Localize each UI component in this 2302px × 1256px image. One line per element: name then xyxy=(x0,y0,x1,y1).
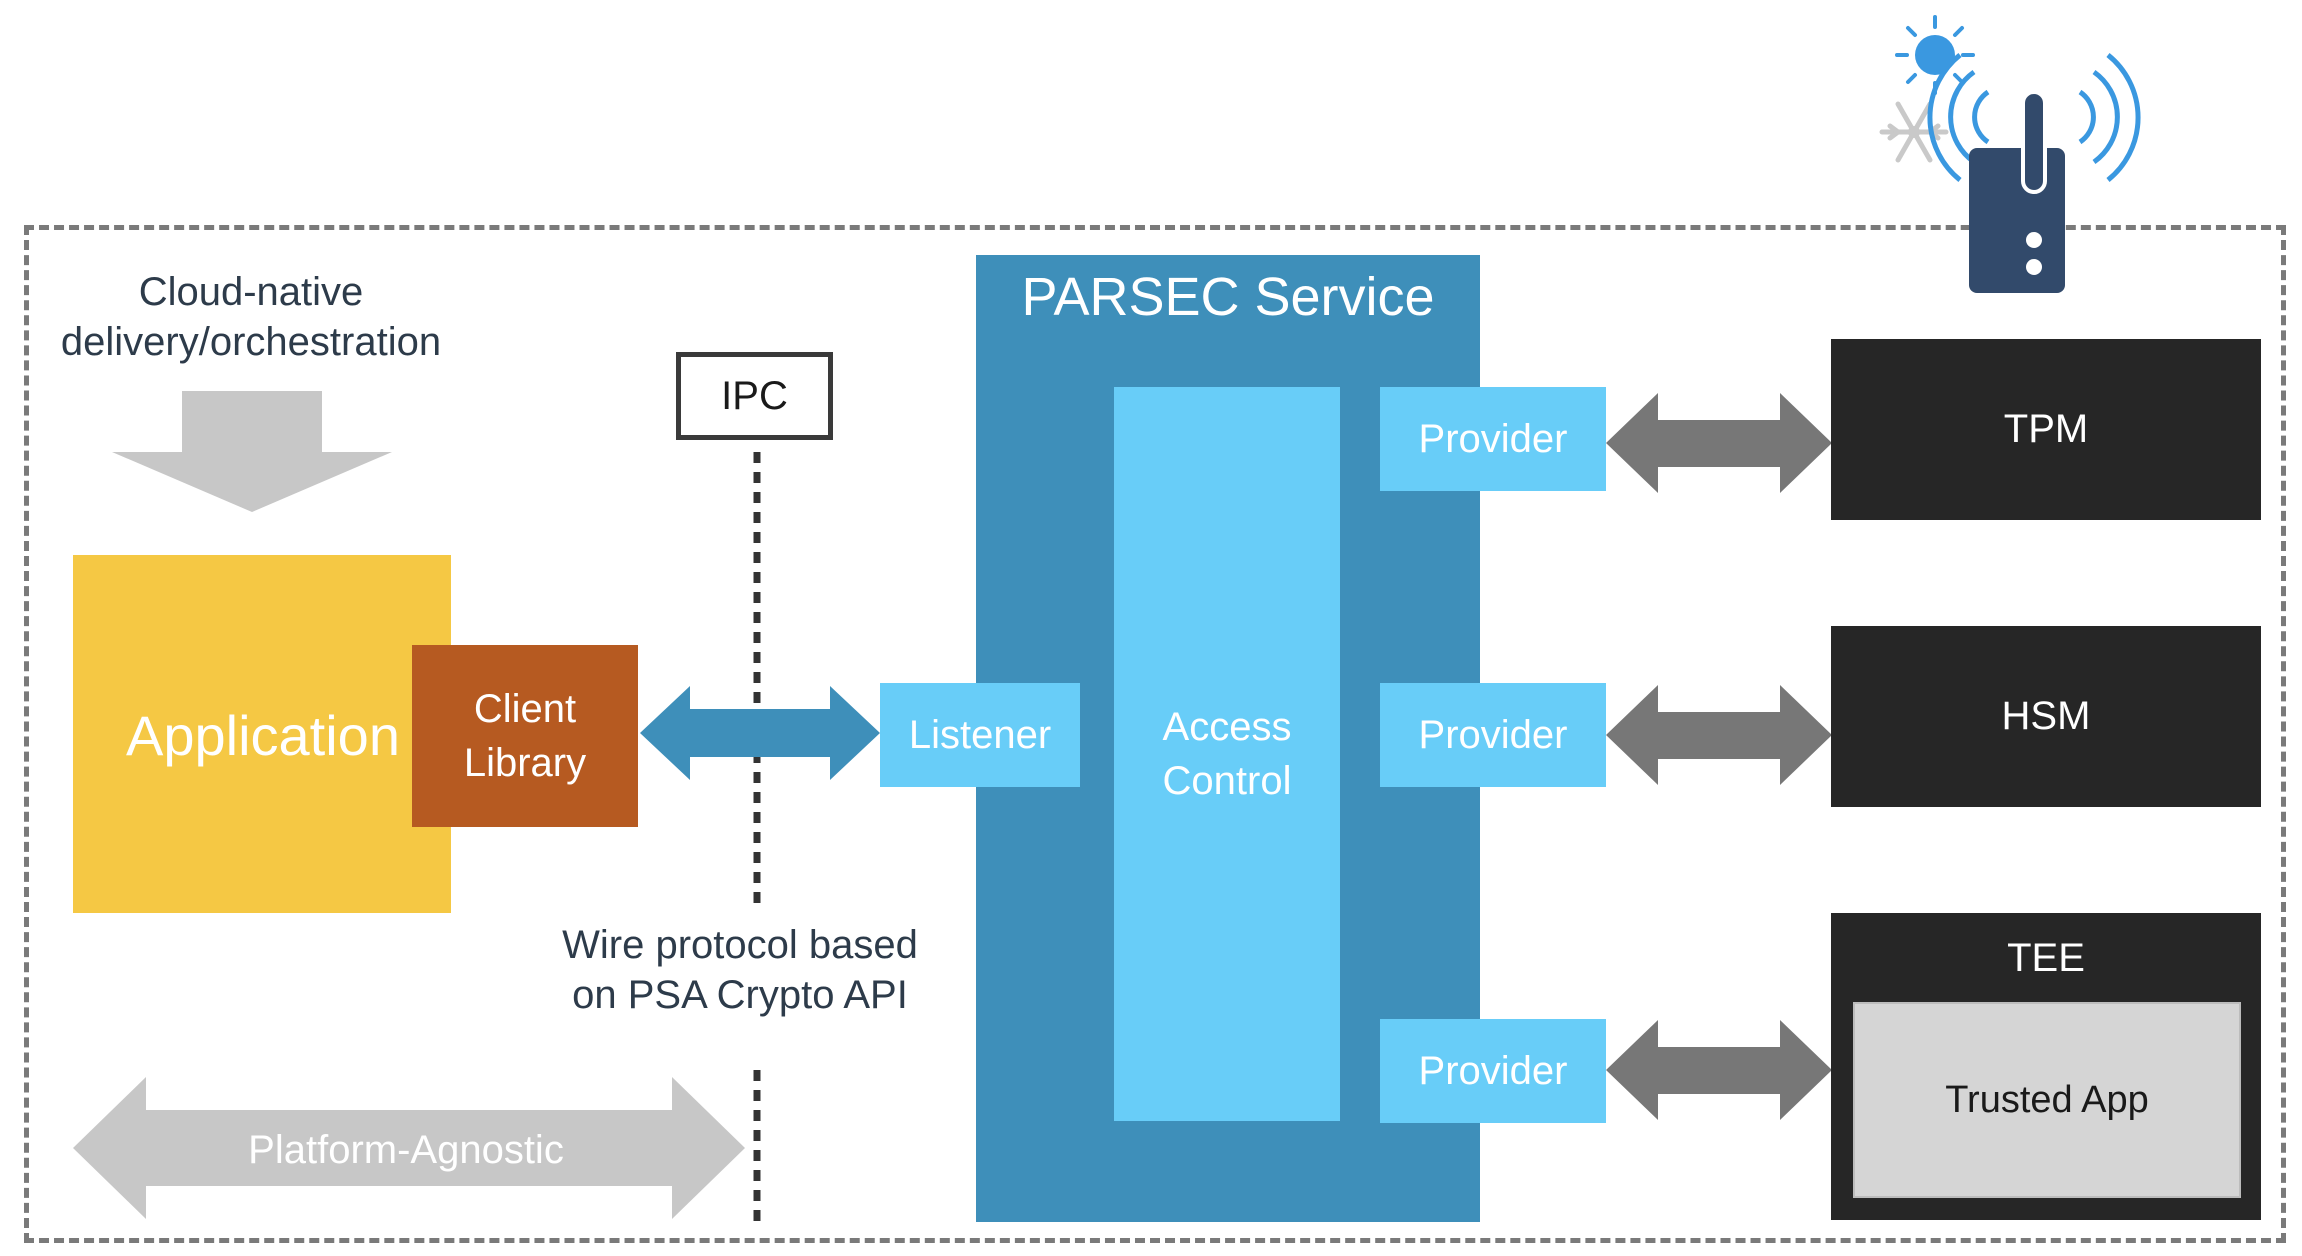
access-control-box: Access Control xyxy=(1114,387,1340,1121)
application-label: Application xyxy=(126,703,400,767)
platform-agnostic-arrow xyxy=(73,1077,745,1219)
listener-box: Listener xyxy=(880,683,1080,787)
provider-tee: Provider xyxy=(1380,1019,1606,1123)
ipc-label: IPC xyxy=(676,352,833,440)
tpm-box: TPM xyxy=(1831,339,2261,520)
platform-boundary xyxy=(24,225,2286,1243)
parsec-service-title: PARSEC Service xyxy=(1021,267,1435,327)
application-box xyxy=(73,555,451,913)
tee-label: TEE xyxy=(2007,935,2085,980)
hsm-box: HSM xyxy=(1831,626,2261,807)
platform-agnostic-label: Platform-Agnostic xyxy=(248,1127,564,1172)
delivery-down-arrow xyxy=(112,391,392,512)
wire-protocol-label: Wire protocol based on PSA Crypto API xyxy=(562,923,918,1017)
tee-double-arrow xyxy=(1606,1020,1832,1120)
tpm-double-arrow xyxy=(1606,393,1832,493)
cloud-native-label: Cloud-native delivery/orchestration xyxy=(60,270,442,364)
client-library-box: Client Library xyxy=(412,645,638,827)
hsm-double-arrow xyxy=(1606,685,1832,785)
provider-tpm: Provider xyxy=(1380,387,1606,491)
wireless-device-icon xyxy=(1927,53,2141,293)
provider-hsm: Provider xyxy=(1380,683,1606,787)
ipc-double-arrow xyxy=(640,686,880,780)
trusted-app-box: Trusted App xyxy=(1853,1002,2241,1198)
